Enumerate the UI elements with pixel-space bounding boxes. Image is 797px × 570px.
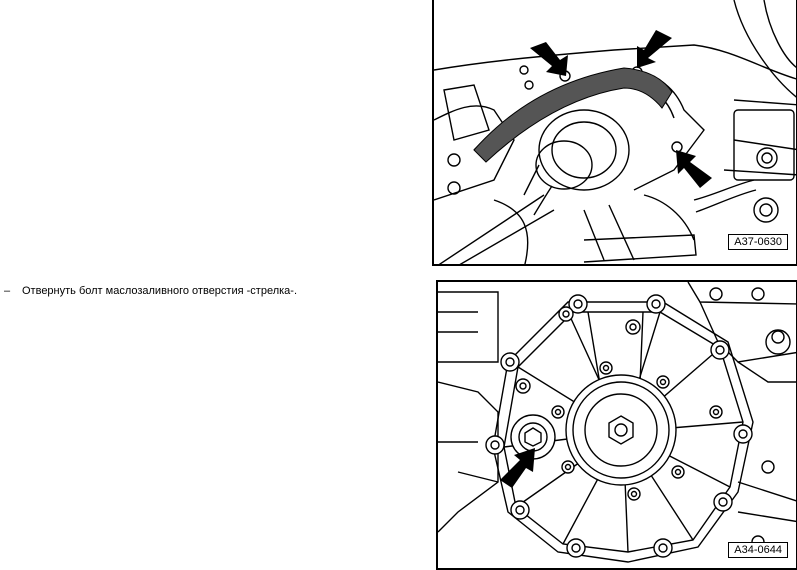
figure-transmission-cover: A34-0644 xyxy=(436,280,797,570)
instruction-line: –Отвернуть болт маслозаливного отверстия… xyxy=(4,284,297,298)
arrow-icon xyxy=(530,30,712,188)
figure-label: A34-0644 xyxy=(728,542,788,558)
bullet-dash: – xyxy=(4,285,11,297)
drive-shaft-illustration xyxy=(434,0,796,264)
figure-label: A37-0630 xyxy=(728,234,788,250)
instruction-text: Отвернуть болт маслозаливного отверстия … xyxy=(22,285,298,297)
transmission-cover-illustration xyxy=(438,282,796,563)
figure-drive-shaft-cover: A37-0630 xyxy=(432,0,797,266)
arrow-icon xyxy=(500,448,535,488)
